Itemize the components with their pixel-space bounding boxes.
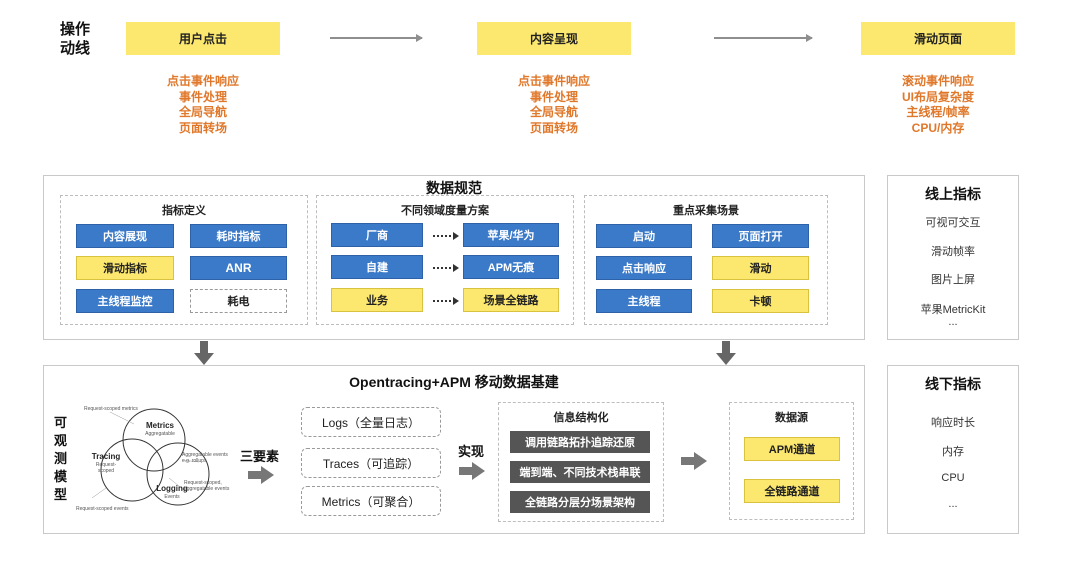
flow-note: 主线程/帧率 — [906, 105, 970, 119]
infra-panel — [43, 365, 865, 534]
source-full-link-channel: 全链路通道 — [744, 479, 840, 503]
venn-logging-sub: Events — [164, 494, 180, 500]
flow-note: CPU/内存 — [911, 120, 965, 135]
chip-jank: 卡顿 — [712, 289, 809, 313]
flow-notes-2: 点击事件响应 事件处理 全局导航 页面转场 — [464, 74, 644, 136]
offline-item: 响应时长 — [931, 417, 975, 429]
chip-scene-full-link: 场景全链路 — [463, 288, 559, 312]
venn-tracing-sub: Request-scoped — [95, 462, 117, 474]
chip-main-thread: 主线程 — [596, 289, 692, 313]
flow-note: 点击事件响应 — [166, 74, 239, 88]
flow-note: 事件处理 — [178, 89, 227, 104]
observability-model-label: 可 观 测 模 型 — [54, 415, 68, 502]
operation-flow-label: 操作 动线 — [60, 21, 91, 57]
venn-metrics-label: Metrics — [145, 421, 174, 430]
logs-pill: Logs（全量日志） — [301, 407, 441, 437]
chip-scroll-metric: 滑动指标 — [76, 256, 174, 280]
chip-page-open: 页面打开 — [712, 224, 809, 248]
dotted-arrow — [433, 297, 459, 305]
right-arrow-icon — [248, 466, 274, 484]
right-arrow-icon — [681, 452, 707, 470]
chip-main-thread-monitor: 主线程监控 — [76, 289, 174, 313]
flow-note: 全局导航 — [178, 105, 227, 119]
venn-metrics-sub: Aggregatable — [145, 431, 175, 437]
down-arrow-icon — [716, 341, 736, 365]
implementation-label: 实现 — [458, 444, 485, 459]
online-item: 滑动帧率 — [931, 246, 975, 258]
online-item: ... — [948, 316, 958, 328]
info-structure-group — [498, 402, 664, 522]
venn-note: Request-scoped, aggregatable events — [184, 480, 230, 492]
infra-title: Opentracing+APM 移动数据基建 — [349, 374, 559, 390]
flow-note: 全局导航 — [529, 105, 578, 119]
chip-business: 业务 — [331, 288, 423, 312]
chip-scroll: 滑动 — [712, 256, 809, 280]
traces-pill: Traces（可追踪） — [301, 448, 441, 478]
down-arrow-icon — [194, 341, 214, 365]
chip-apple-huawei: 苹果/华为 — [463, 223, 559, 247]
flow-note: 页面转场 — [178, 120, 227, 135]
domain-measure-group — [316, 195, 574, 325]
online-item: 图片上屏 — [931, 274, 975, 286]
structure-item: 调用链路拓扑追踪还原 — [510, 431, 650, 453]
venn-note: Request-scoped metrics — [84, 406, 138, 412]
flow-arrow — [330, 34, 423, 42]
offline-item: 内存 — [942, 446, 964, 458]
offline-metrics-panel — [887, 365, 1019, 534]
source-apm-channel: APM通道 — [744, 437, 840, 461]
flow-step-scroll-page: 滑动页面 — [861, 22, 1015, 55]
structure-item: 全链路分层分场景架构 — [510, 491, 650, 513]
observability-venn-diagram — [91, 408, 210, 506]
offline-metrics-title: 线下指标 — [925, 376, 981, 392]
flow-notes-1: 点击事件响应 事件处理 全局导航 页面转场 — [113, 74, 293, 136]
flow-note: 页面转场 — [529, 120, 578, 135]
flow-note: UI布局复杂度 — [901, 89, 974, 104]
flow-notes-3: 滚动事件响应 UI布局复杂度 主线程/帧率 CPU/内存 — [848, 74, 1028, 136]
chip-power-consumption: 耗电 — [190, 289, 287, 313]
online-metrics-title: 线上指标 — [925, 186, 981, 202]
data-sources-group — [729, 402, 854, 520]
venn-note: Request-scoped events — [76, 506, 129, 512]
chip-self-built: 自建 — [331, 255, 423, 279]
chip-launch: 启动 — [596, 224, 692, 248]
online-item: 可视可交互 — [925, 217, 981, 229]
chip-click-response: 点击响应 — [596, 256, 692, 280]
flow-step-content-render: 内容呈现 — [477, 22, 631, 55]
data-sources-title: 数据源 — [775, 412, 808, 424]
three-elements-label: 三要素 — [240, 449, 280, 464]
chip-latency-metric: 耗时指标 — [190, 224, 287, 248]
venn-logging-label: Logging — [156, 484, 188, 493]
chip-apm-traceless: APM无痕 — [463, 255, 559, 279]
key-scenes-group — [584, 195, 828, 325]
structure-item: 端到端、不同技术栈串联 — [510, 461, 650, 483]
flow-note: 事件处理 — [529, 89, 578, 104]
dotted-arrow — [433, 232, 459, 240]
domain-measure-title: 不同领域度量方案 — [401, 205, 489, 217]
chip-vendor: 厂商 — [331, 223, 423, 247]
chip-anr: ANR — [190, 256, 287, 280]
offline-item: ... — [948, 498, 958, 510]
offline-item: CPU — [941, 472, 965, 484]
flow-note: 点击事件响应 — [517, 74, 590, 88]
metrics-pill: Metrics（可聚合） — [301, 486, 441, 516]
venn-note: Aggregatable events e.g. rollups — [182, 452, 228, 464]
info-structure-title: 信息结构化 — [553, 412, 609, 424]
venn-tracing-label: Tracing — [91, 452, 121, 461]
flow-arrow — [714, 34, 813, 42]
flow-note: 滚动事件响应 — [901, 74, 974, 88]
data-spec-title: 数据规范 — [426, 180, 482, 196]
metric-definition-title: 指标定义 — [162, 205, 206, 217]
dotted-arrow — [433, 264, 459, 272]
key-scenes-title: 重点采集场景 — [673, 205, 739, 217]
metric-definition-group — [60, 195, 308, 325]
flow-step-user-click: 用户点击 — [126, 22, 280, 55]
online-item: 苹果MetricKit — [920, 304, 986, 316]
right-arrow-icon — [459, 462, 485, 480]
online-metrics-panel — [887, 175, 1019, 340]
chip-content-display: 内容展现 — [76, 224, 174, 248]
